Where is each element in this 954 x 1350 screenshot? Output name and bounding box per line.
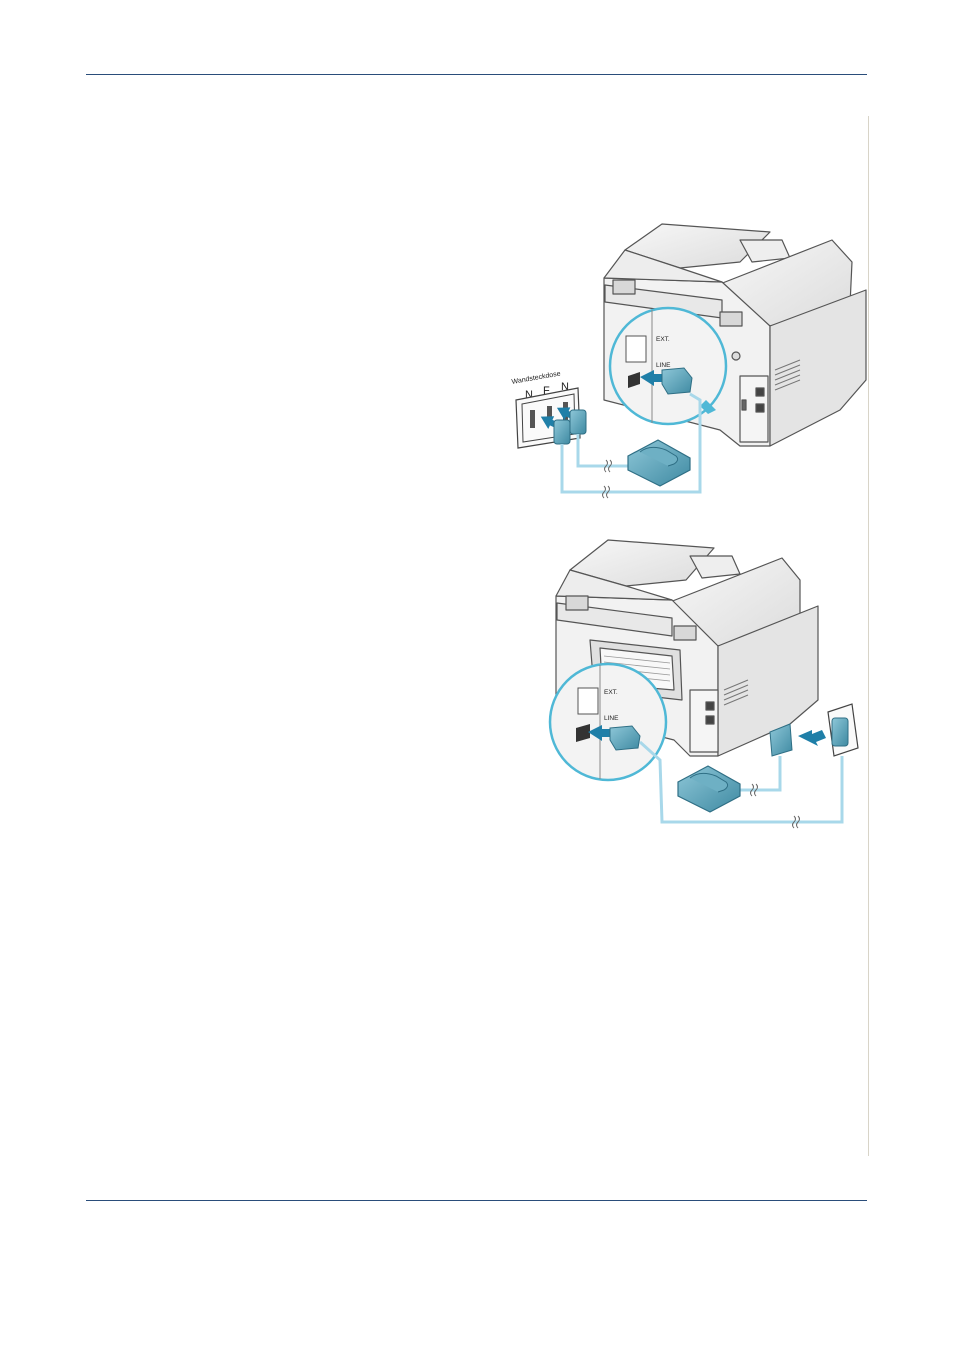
line-port-label-2: LINE (604, 715, 619, 722)
figure-1-connection-diagram: EXT. LINE Wandsteckdose N F N (511, 224, 866, 498)
telephone-1 (628, 440, 690, 486)
wall-socket-label: Wandsteckdose (511, 370, 561, 386)
line-port-label-1: LINE (656, 362, 671, 369)
figure-2-connection-diagram: EXT. LINE (550, 540, 858, 828)
cables-2 (640, 742, 842, 828)
telephone-2 (678, 766, 740, 812)
wall-socket-1: Wandsteckdose N F N (511, 370, 586, 448)
ext-port-label-1: EXT. (656, 336, 670, 343)
ext-port-label-2: EXT. (604, 689, 618, 696)
port-callout-1: EXT. LINE (610, 308, 726, 424)
port-callout-2: EXT. LINE (550, 664, 666, 780)
